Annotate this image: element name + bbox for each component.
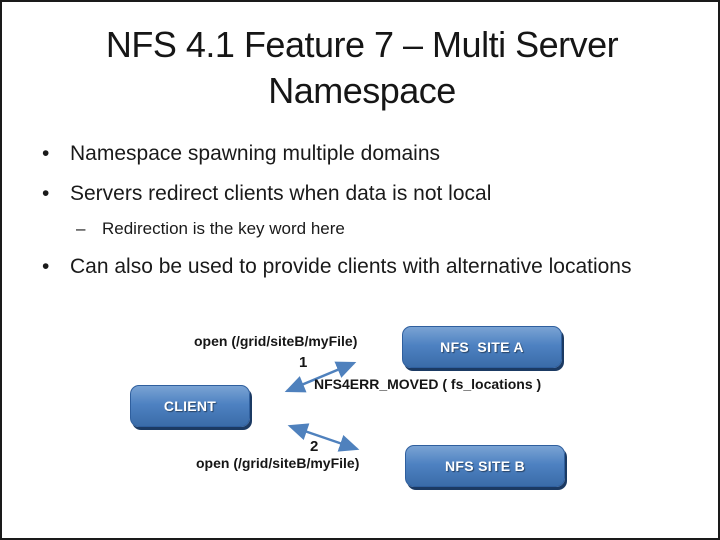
bullet-item-3-text: Can also be used to provide clients with… (70, 255, 632, 278)
slide-title-line1: NFS 4.1 Feature 7 – Multi Server (105, 24, 619, 65)
bullet-item-1-text: Namespace spawning multiple domains (70, 142, 441, 165)
bullet-dot-icon: • (42, 255, 50, 278)
step-2-label: 2 (310, 438, 319, 455)
dash-marker-icon: – (76, 219, 86, 238)
slide-title-line2: Namespace (268, 70, 456, 111)
open-request-top-label: open (/grid/siteB/myFile) (194, 333, 358, 349)
slide-title: NFS 4.1 Feature 7 – Multi Server Namespa… (42, 22, 682, 114)
bullet-dot-icon: • (42, 142, 50, 165)
bullet-item-2-text: Servers redirect clients when data is no… (70, 182, 492, 205)
client-node: CLIENT (130, 385, 250, 427)
sub-bullet-item: – Redirection is the key word here (76, 217, 345, 241)
nfs4err-moved-label: NFS4ERR_MOVED ( fs_locations ) (314, 376, 542, 392)
arrow-step2 (287, 423, 360, 452)
bullet-item-1: • Namespace spawning multiple domains (42, 138, 440, 169)
bullet-item-3: • Can also be used to provide clients wi… (42, 251, 650, 282)
open-request-bottom-label: open (/grid/siteB/myFile) (196, 455, 360, 471)
bullet-dot-icon: • (42, 182, 50, 205)
nfs-site-a-node: NFS SITE A (402, 326, 562, 368)
step-1-label: 1 (299, 354, 308, 371)
sub-bullet-item-text: Redirection is the key word here (102, 219, 345, 238)
bullet-item-2: • Servers redirect clients when data is … (42, 178, 491, 209)
nfs-site-b-node: NFS SITE B (405, 445, 565, 487)
